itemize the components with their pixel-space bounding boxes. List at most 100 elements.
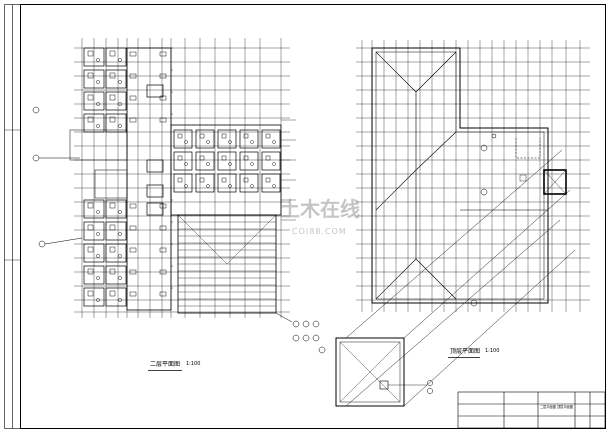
room-block [105, 265, 127, 285]
room-block [195, 129, 215, 149]
fixture [87, 116, 94, 123]
room-block [173, 151, 193, 171]
fixture [129, 95, 137, 101]
room-block [261, 173, 281, 193]
fixture [228, 184, 232, 188]
fixture [87, 94, 94, 101]
fixture [96, 254, 100, 258]
room-block [83, 265, 105, 285]
fixture [159, 291, 167, 297]
roof-plan [335, 40, 590, 407]
room-block [83, 69, 105, 89]
room-block [83, 47, 105, 67]
fixture [159, 51, 167, 57]
room-block [105, 221, 127, 241]
fixture [199, 133, 205, 139]
fixture [250, 162, 254, 166]
fixture [206, 184, 210, 188]
room-block [105, 69, 127, 89]
room-block [217, 173, 237, 193]
room-block [105, 47, 127, 67]
left-plan-rooms [83, 47, 281, 307]
fixture [184, 184, 188, 188]
room-block [195, 173, 215, 193]
fixture [159, 225, 167, 231]
fixture [129, 247, 137, 253]
fixture [87, 50, 94, 57]
fixture [177, 133, 183, 139]
fixture [177, 177, 183, 183]
room-block [83, 287, 105, 307]
room-block [83, 199, 105, 219]
fixture [87, 268, 94, 275]
second-floor-plan [32, 38, 326, 371]
fixture [129, 51, 137, 57]
room-block [173, 173, 193, 193]
fixture [96, 232, 100, 236]
left-plan-title: 二层平面图 [150, 361, 181, 368]
room-block [105, 243, 127, 263]
fixture [118, 232, 122, 236]
title-block-frame [457, 391, 606, 429]
fixture [129, 117, 137, 123]
fixture [221, 133, 227, 139]
fixture [118, 254, 122, 258]
fixture [118, 210, 122, 214]
fixture [272, 184, 276, 188]
room-block [83, 91, 105, 111]
room-block [105, 91, 127, 111]
fixture [129, 73, 137, 79]
fixture [109, 50, 116, 57]
fixture [228, 140, 232, 144]
fixture [96, 210, 100, 214]
fixture [265, 177, 271, 183]
room-block [217, 151, 237, 171]
room-block [261, 151, 281, 171]
watermark-sub-text: COI88.COM [292, 227, 347, 236]
fixture [199, 177, 205, 183]
room-block [83, 221, 105, 241]
drawing-frame [4, 4, 606, 429]
fixture [96, 276, 100, 280]
room-block [105, 113, 127, 133]
room-block [173, 129, 193, 149]
fixture [96, 124, 100, 128]
fixture [129, 269, 137, 275]
fixture [109, 72, 116, 79]
fixture [96, 102, 100, 106]
room-block [83, 243, 105, 263]
left-plan-scale: 1:100 [186, 361, 201, 367]
roof-reference-diagonals [345, 149, 576, 407]
fixture [206, 140, 210, 144]
fixture [109, 116, 116, 123]
fixture [87, 290, 94, 297]
fixture [265, 155, 271, 161]
fixture [159, 269, 167, 275]
room-block [195, 151, 215, 171]
fixture [118, 124, 122, 128]
fixture [177, 155, 183, 161]
fixture [109, 224, 116, 231]
roof-line [226, 214, 277, 265]
fixture [118, 102, 122, 106]
fixture [272, 162, 276, 166]
fixture [199, 155, 205, 161]
fixture [118, 80, 122, 84]
fixture [129, 203, 137, 209]
fixture [118, 298, 122, 302]
fixture [109, 268, 116, 275]
fixture [118, 58, 122, 62]
fixture [87, 224, 94, 231]
fixture [159, 117, 167, 123]
title-block-drawing-names: 二层平面图 顶层平面图 [540, 405, 573, 409]
fixture [129, 225, 137, 231]
left-plan-gridlines [74, 38, 296, 318]
fixture [228, 162, 232, 166]
fixture [265, 133, 271, 139]
fixture [87, 72, 94, 79]
fixture [109, 202, 116, 209]
right-plan-gridlines [356, 40, 590, 312]
fixture [159, 247, 167, 253]
fixture [243, 155, 249, 161]
